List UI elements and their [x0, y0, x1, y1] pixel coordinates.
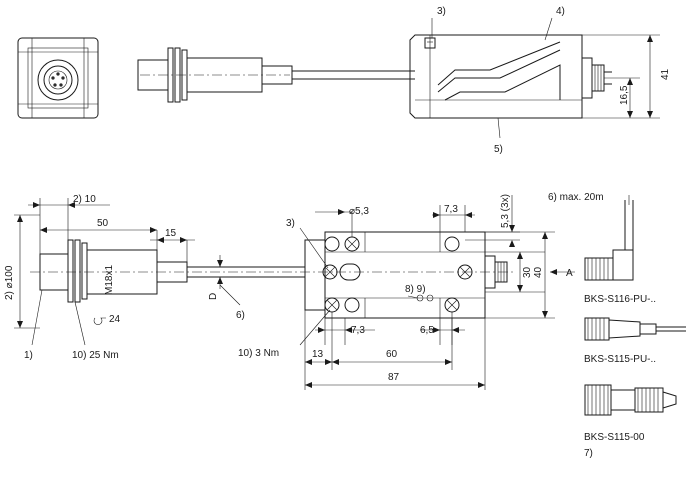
label-10-25nm: 10) 25 Nm — [72, 350, 119, 361]
label-3-top: 3) — [437, 6, 446, 17]
dim-41: 41 — [660, 68, 671, 80]
label-8-9: 8) 9) — [405, 284, 426, 295]
connector-bks-s115-00 — [584, 384, 677, 416]
connector-label-bks-s116: BKS-S116-PU-.. — [584, 294, 656, 305]
label-6-max: 6) max. 20m — [548, 192, 604, 203]
dim-15: 15 — [165, 228, 177, 239]
dim-50: 50 — [97, 218, 109, 229]
dim-30: 30 — [522, 266, 533, 278]
dim-16-5: 16,5 — [619, 85, 630, 105]
connector-bks-s116 — [584, 195, 634, 281]
dim-24: 24 — [109, 314, 121, 325]
sensor-front-view — [17, 37, 99, 119]
connector-bks-s115-pu — [584, 317, 686, 341]
dim-40: 40 — [533, 266, 544, 278]
dim-7-3-bot: 7,3 — [351, 325, 365, 336]
connector-label-bks-s115-00: BKS-S115-00 — [584, 432, 645, 443]
dim-13: 13 — [312, 349, 324, 360]
amplifier-top-view — [300, 231, 515, 319]
label-7: 7) — [584, 448, 593, 459]
dim-87: 87 — [388, 372, 400, 383]
dim-6-5: 6,5 — [420, 325, 434, 336]
label-4-top: 4) — [556, 6, 565, 17]
dim-60: 60 — [386, 349, 398, 360]
dim-5-3-3x: 5,3 (3x) — [500, 194, 511, 228]
label-10-3nm: 10) 3 Nm — [238, 348, 279, 359]
label-3-mid: 3) — [286, 218, 295, 229]
label-5-top: 5) — [494, 144, 503, 155]
arrow-A: A — [566, 268, 573, 279]
dim-dia-5-3: ⌀5,3 — [349, 206, 369, 217]
dim-D: D — [208, 293, 219, 300]
dim-7-3-top: 7,3 — [444, 204, 458, 215]
label-2-10: 2) 10 — [73, 194, 96, 205]
connector-label-bks-s115-pu: BKS-S115-PU-.. — [584, 354, 656, 365]
dim-dia-100: 2) ⌀100 — [4, 265, 15, 300]
label-6-cable: 6) — [236, 310, 245, 321]
sensor-side-view-top — [137, 47, 415, 103]
label-1: 1) — [24, 350, 33, 361]
sensor-side-view-bottom — [30, 239, 305, 303]
amplifier-side-view — [409, 34, 612, 119]
dim-m18: M18x1 — [104, 265, 115, 295]
